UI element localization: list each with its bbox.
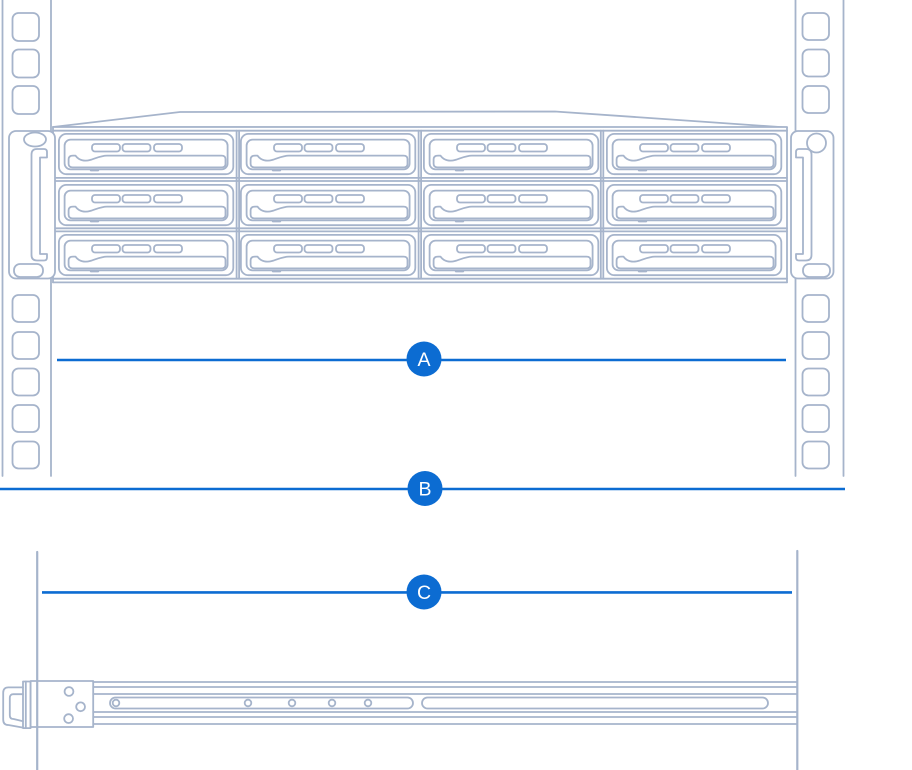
post-hole [11,12,40,42]
post-hole [801,404,830,433]
ear-handle [30,148,48,262]
post-hole [11,85,40,115]
callout-b: B [0,471,845,506]
callout-badge-c [406,574,442,610]
rack-post-left [1,0,52,477]
rail-slot [421,696,769,710]
rail-slide-body [92,681,798,725]
mounting-ear-left [8,130,56,280]
callout-badge-a [406,341,442,377]
bracket-plate [22,680,32,729]
nas-enclosure [8,110,835,284]
ear-handle [795,148,813,262]
mounting-plate [29,680,95,728]
callout-c: C [42,574,792,610]
callout-label-a: A [417,349,430,371]
post-hole [11,331,40,360]
post-hole [801,331,830,360]
post-hole [801,294,830,323]
ear-screw-hole [802,263,831,278]
post-hole [11,294,40,323]
mounting-ear-right [790,130,835,280]
screw-hole [63,686,75,697]
bracket-inner [8,693,24,723]
rail-slot-hole [243,698,253,708]
line-artwork [1,0,845,770]
post-hole [801,367,830,397]
rail-slot-hole [327,698,337,708]
enclosure-top-panel [52,110,788,129]
post-hole [801,12,830,41]
rail-slot-hole [287,698,297,708]
rail-mounting-plate [29,680,95,728]
callout-label-b: B [418,478,431,500]
callout-a: A [57,341,786,377]
screw-hole [75,701,86,713]
callout-badge-b [407,471,443,506]
rail-illustration [2,549,799,770]
ear-screw-hole [23,131,47,148]
rail-slot-hole [363,698,373,708]
ear-screw-hole [13,263,44,278]
post-hole [11,440,40,470]
callout-label-c: C [417,582,431,604]
post-hole [11,48,40,79]
enclosure-body [53,127,787,283]
post-hole [11,367,40,397]
post-hole [11,404,40,433]
bracket-outer [2,686,24,729]
rail-slot-hole [111,698,121,708]
ear-screw-hole [806,132,827,154]
post-hole [801,440,830,470]
screw-hole [63,713,74,724]
rail-front-bracket [2,680,32,729]
rail-slot [109,696,414,710]
post-hole [801,85,830,114]
post-hole [801,48,830,78]
